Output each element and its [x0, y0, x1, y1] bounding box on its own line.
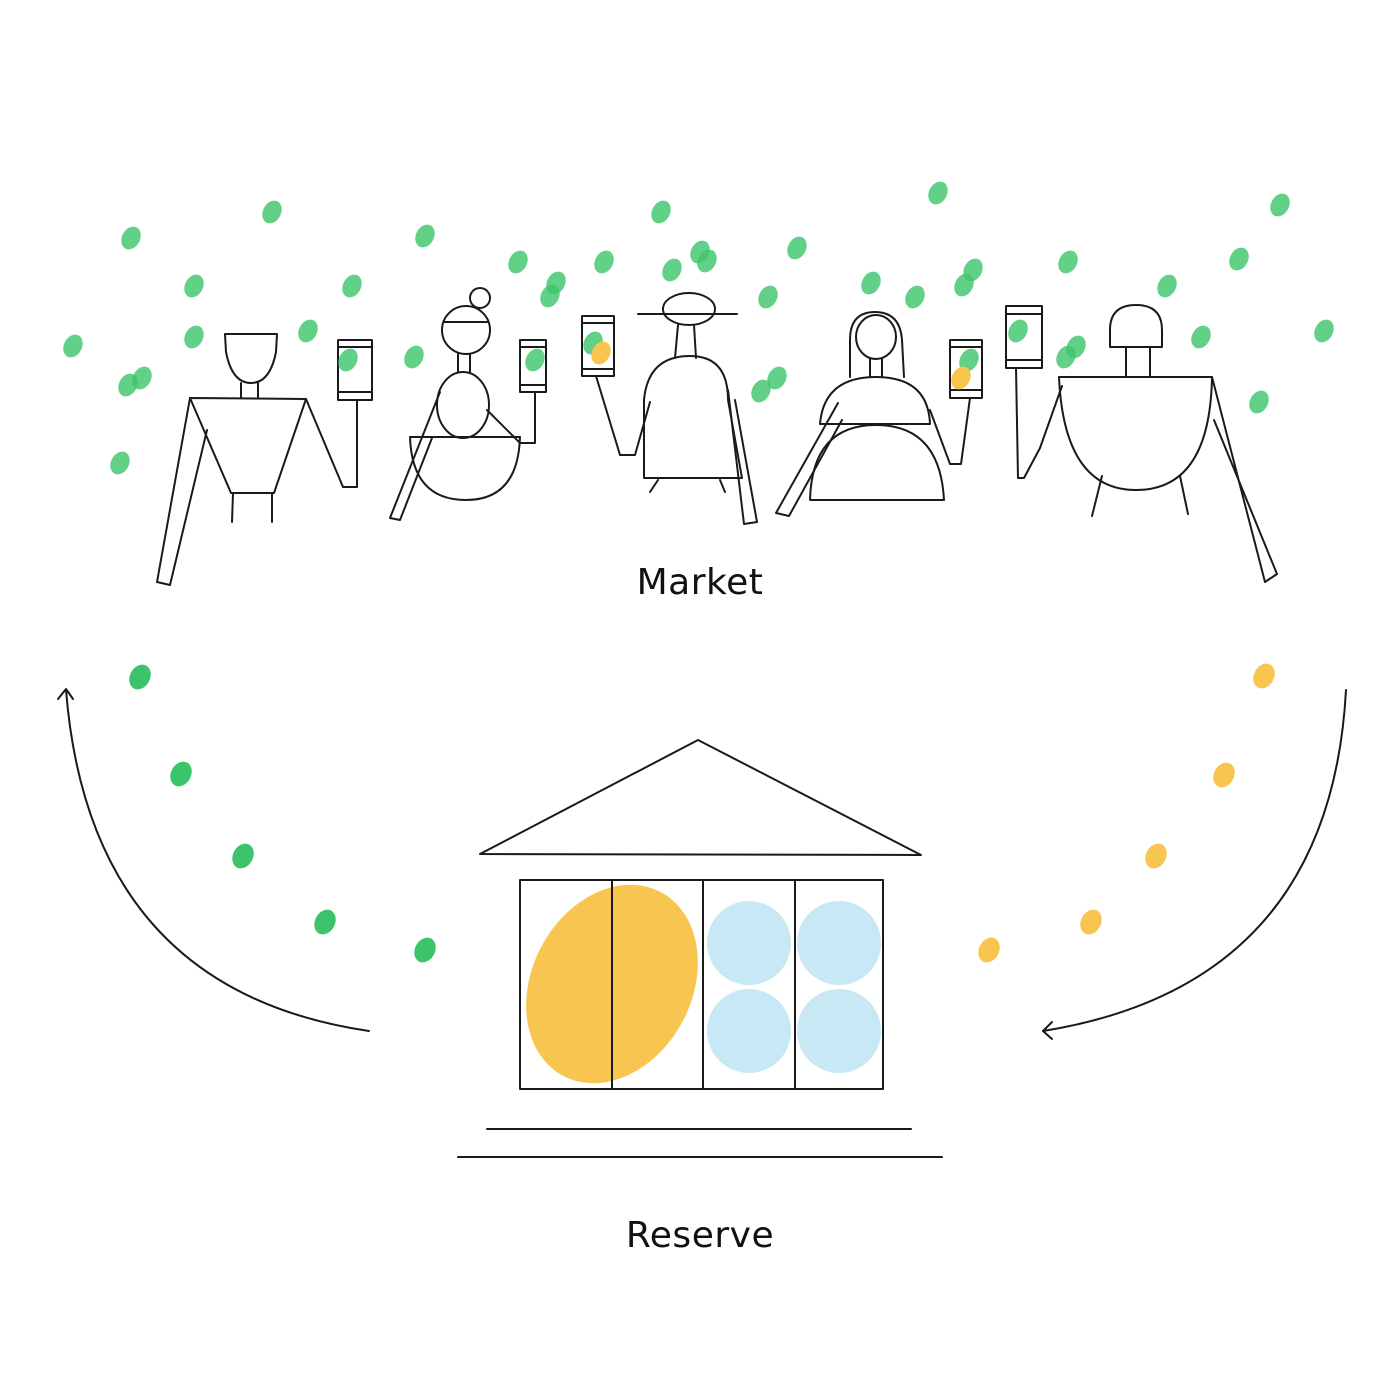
green-token — [697, 249, 717, 273]
gold-token — [1213, 762, 1235, 788]
green-token — [954, 273, 974, 297]
green-token — [1229, 247, 1249, 271]
green-token — [594, 250, 614, 274]
blue-collateral — [797, 989, 881, 1073]
blue-collateral — [797, 901, 881, 985]
green-token — [129, 664, 151, 690]
person-4 — [775, 311, 983, 517]
green-token — [1314, 319, 1334, 343]
person-3 — [581, 292, 758, 525]
green-token — [132, 366, 152, 390]
green-token — [404, 345, 424, 369]
green-token — [751, 379, 771, 403]
green-token — [63, 334, 83, 358]
right-return-arrow — [1042, 689, 1347, 1032]
blue-collateral — [707, 901, 791, 985]
green-token — [121, 226, 141, 250]
green-token — [415, 224, 435, 248]
green-token — [662, 258, 682, 282]
green-token — [184, 274, 204, 298]
market-label: Market — [636, 562, 764, 603]
flow-tokens — [129, 663, 1275, 963]
blue-collateral — [707, 989, 791, 1073]
green-token — [1249, 390, 1269, 414]
reserve-building — [457, 739, 943, 1158]
gold-token — [1253, 663, 1275, 689]
left-arrowhead — [57, 688, 74, 700]
green-token — [1157, 274, 1177, 298]
green-token — [1191, 325, 1211, 349]
green-token — [110, 451, 130, 475]
green-token — [1056, 345, 1076, 369]
green-token — [767, 366, 787, 390]
green-token — [787, 236, 807, 260]
gold-token — [591, 341, 611, 365]
person-5 — [1005, 304, 1278, 583]
gold-token — [1080, 909, 1102, 935]
green-token — [184, 325, 204, 349]
green-token — [170, 761, 192, 787]
left-return-arrow — [65, 689, 370, 1032]
green-token — [262, 200, 282, 224]
green-token — [414, 937, 436, 963]
gold-token — [951, 366, 971, 390]
right-arrowhead — [1042, 1021, 1053, 1040]
green-token — [338, 348, 358, 372]
gold-token — [978, 937, 1000, 963]
green-token — [342, 274, 362, 298]
person-1 — [156, 333, 373, 586]
green-token — [905, 285, 925, 309]
person-2 — [389, 287, 547, 521]
green-token — [232, 843, 254, 869]
gold-token — [1145, 843, 1167, 869]
green-token — [1008, 319, 1028, 343]
green-token — [651, 200, 671, 224]
green-token — [861, 271, 881, 295]
green-token — [314, 909, 336, 935]
green-token — [540, 284, 560, 308]
green-token — [1058, 250, 1078, 274]
green-token — [959, 348, 979, 372]
green-token — [928, 181, 948, 205]
reserve-label: Reserve — [625, 1215, 775, 1256]
green-token — [508, 250, 528, 274]
market-tokens — [63, 181, 1334, 475]
green-token — [758, 285, 778, 309]
green-token — [1270, 193, 1290, 217]
green-token — [525, 348, 545, 372]
green-token — [298, 319, 318, 343]
